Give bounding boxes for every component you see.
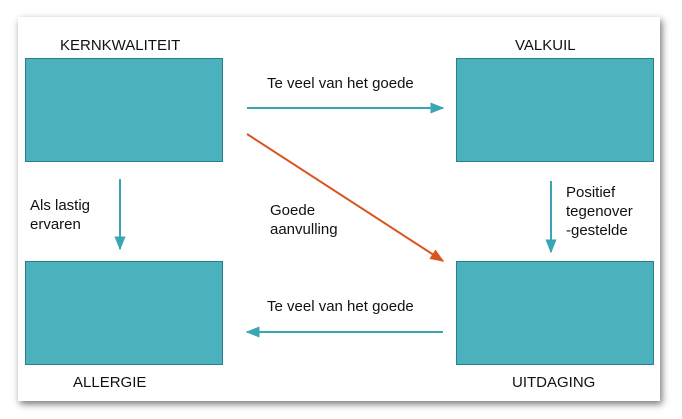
box-uitdaging xyxy=(456,261,654,365)
label-arrow-top: Te veel van het goede xyxy=(267,75,414,92)
label-arrow-diagonal: Goede aanvulling xyxy=(270,202,338,238)
label-uitdaging: UITDAGING xyxy=(512,374,596,391)
box-kernkwaliteit xyxy=(25,58,223,162)
arrow-diagonal xyxy=(246,133,445,262)
label-arrow-left: Als lastig ervaren xyxy=(30,197,91,233)
label-kernkwaliteit: KERNKWALITEIT xyxy=(60,37,181,54)
label-allergie: ALLERGIE xyxy=(73,374,147,391)
label-arrow-bottom: Te veel van het goede xyxy=(267,298,414,315)
label-valkuil: VALKUIL xyxy=(515,37,576,54)
label-arrow-right: Positief tegenover -gestelde xyxy=(566,184,633,239)
box-allergie xyxy=(25,261,223,365)
box-valkuil xyxy=(456,58,654,162)
